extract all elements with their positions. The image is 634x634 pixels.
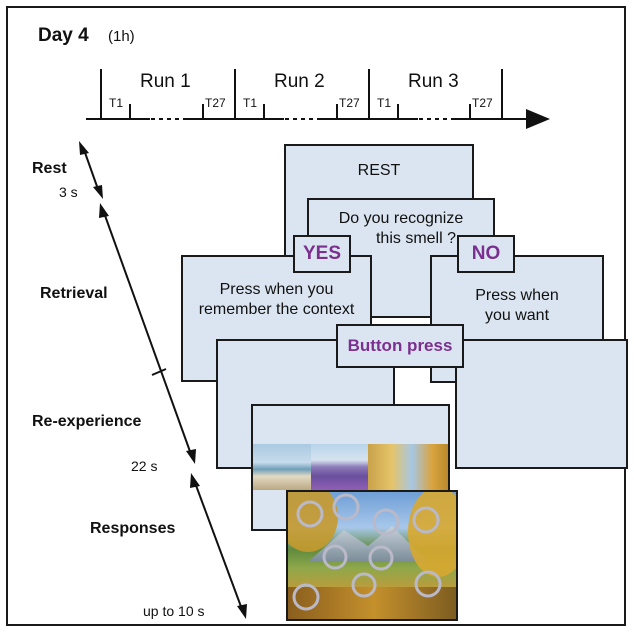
trial-label-first: T1 — [377, 96, 392, 110]
rest-screen-text: REST — [357, 162, 401, 179]
response-circle — [296, 500, 324, 528]
retrieval-arrowhead-down — [186, 449, 196, 464]
no-instruction-line-1: Press when — [475, 287, 559, 304]
phase-label-reexperience: Re-experience — [32, 413, 142, 430]
rest-arrow — [82, 146, 100, 193]
timeline-arrowhead — [526, 109, 550, 129]
cliff-sea-image — [253, 444, 311, 490]
trial-label-first: T1 — [243, 96, 258, 110]
response-circle — [412, 506, 440, 534]
run-label: Run 1 — [140, 71, 191, 92]
responses-arrowhead-up — [190, 473, 200, 488]
question-line-1: Do you recognize — [338, 210, 464, 227]
rest-arrowhead-down — [93, 185, 103, 199]
lavender-field-image — [311, 444, 368, 490]
rest-duration: 3 s — [59, 184, 78, 200]
response-circle — [292, 583, 320, 611]
trial-label-first: T1 — [109, 96, 124, 110]
response-circle — [372, 508, 400, 536]
trial-label-last: T27 — [339, 96, 360, 110]
question-line-2: this smell ? — [375, 230, 457, 247]
response-circle — [368, 545, 394, 571]
run-label: Run 3 — [408, 71, 459, 92]
retrieval-arrow — [102, 209, 193, 458]
response-image — [286, 490, 458, 621]
yes-instruction-line-2: remember the context — [198, 301, 355, 318]
phase-label-retrieval: Retrieval — [40, 285, 108, 302]
response-circles — [292, 493, 442, 611]
figure-frame — [6, 6, 626, 626]
autumn-trees-image — [368, 444, 448, 490]
responses-arrow — [193, 479, 244, 613]
run-label: Run 2 — [274, 71, 325, 92]
trial-label-last: T27 — [205, 96, 226, 110]
no-instruction-line-2: you want — [484, 307, 550, 324]
response-circle — [322, 544, 348, 570]
rest-arrowhead-up — [79, 141, 89, 155]
trial-label-last: T27 — [472, 96, 493, 110]
right-tree — [408, 492, 456, 577]
day-duration: (1h) — [108, 28, 135, 45]
landscape-strip-image — [253, 444, 448, 490]
response-circle — [351, 572, 377, 598]
no-label: NO — [457, 235, 515, 273]
day-title: Day 4 — [38, 25, 89, 46]
phase-split-tick — [151, 368, 167, 376]
response-circle — [414, 570, 442, 598]
phase-label-rest: Rest — [32, 160, 67, 177]
yes-instruction-line-1: Press when you — [219, 281, 334, 298]
yes-label: YES — [293, 235, 351, 273]
reexperience-screen-right — [455, 339, 628, 469]
responses-arrowhead-down — [237, 604, 247, 619]
retrieval-duration: 22 s — [131, 458, 158, 474]
retrieval-arrowhead-up — [99, 203, 109, 218]
response-circle — [332, 493, 360, 521]
button-press-label: Button press — [336, 324, 464, 368]
responses-duration: up to 10 s — [143, 603, 205, 619]
phase-label-responses: Responses — [90, 520, 176, 537]
